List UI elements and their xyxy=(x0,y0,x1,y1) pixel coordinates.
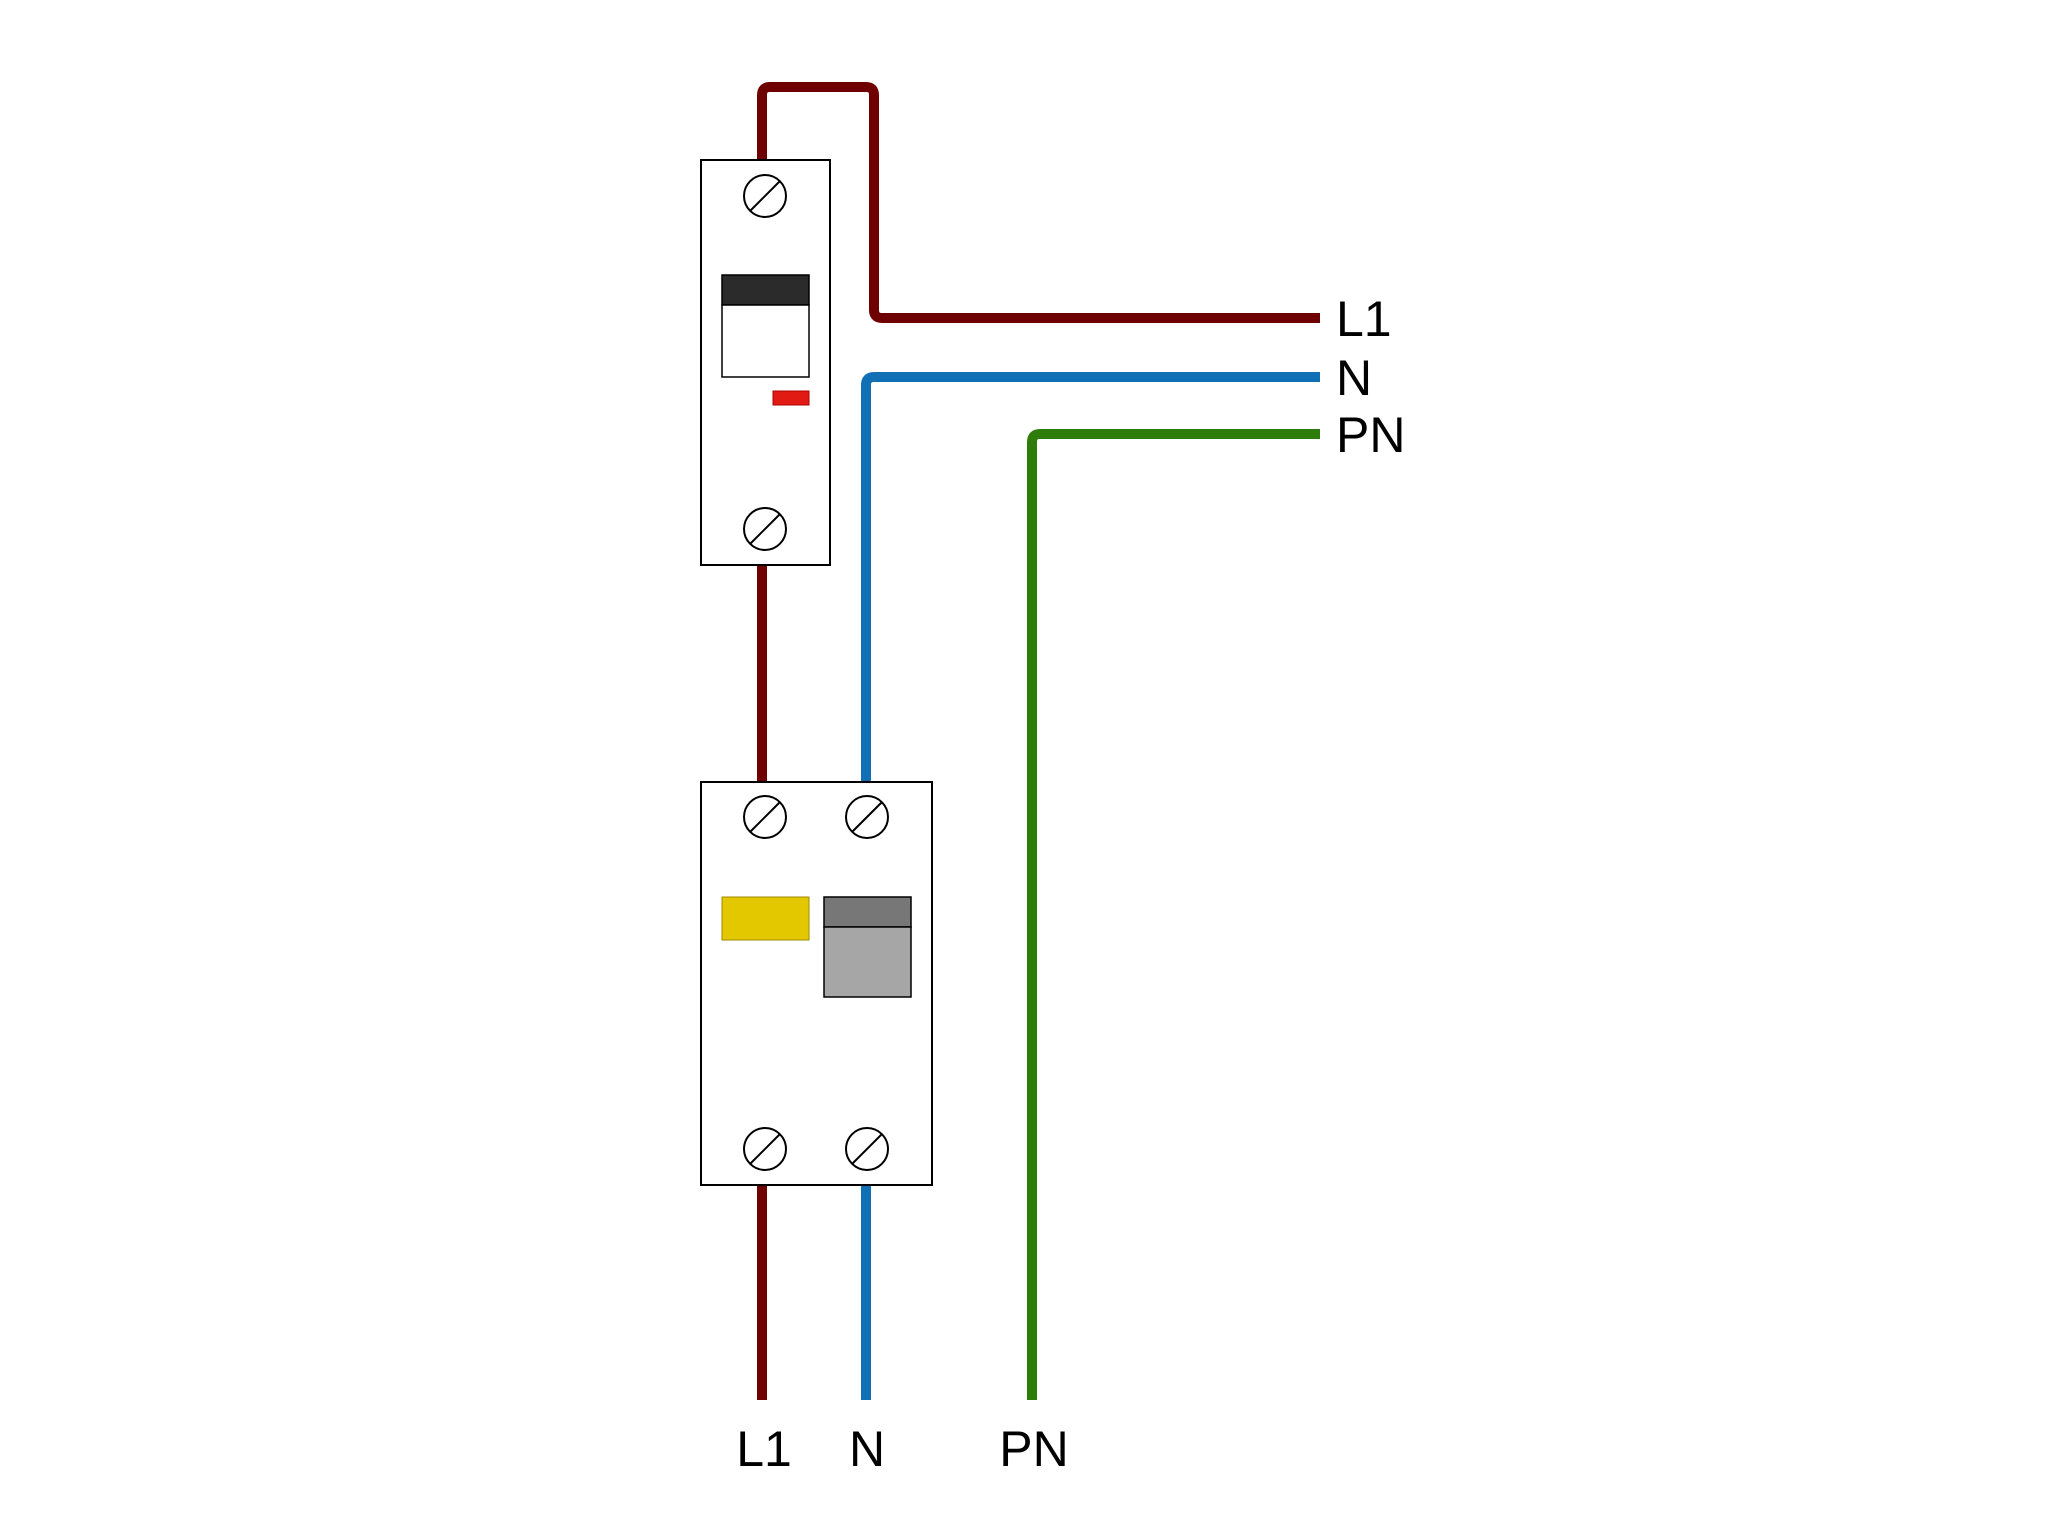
screw-terminal-icon xyxy=(743,795,787,839)
label-right-n: N xyxy=(1336,350,1372,406)
residual-current-device xyxy=(700,781,933,1186)
label-bottom-l1: L1 xyxy=(736,1421,792,1477)
supply-labels: L1 N PN xyxy=(1336,291,1405,463)
l1-supply-wire xyxy=(757,82,1320,323)
label-right-pn: PN xyxy=(1336,407,1405,463)
breaker-indicator-icon xyxy=(772,390,810,406)
rcd-lever-body[interactable] xyxy=(823,926,912,998)
screw-terminal-icon xyxy=(743,174,787,218)
screw-terminal-icon xyxy=(845,1127,889,1171)
screw-terminal-icon xyxy=(743,1127,787,1171)
screw-terminal-icon xyxy=(845,795,889,839)
screw-terminal-icon xyxy=(743,507,787,551)
wires xyxy=(757,82,1320,1400)
label-bottom-pn: PN xyxy=(999,1421,1068,1477)
breaker-lever-icon[interactable] xyxy=(721,274,810,306)
n-supply-wire xyxy=(861,372,1320,782)
pn-wire xyxy=(1027,429,1320,1400)
rcd-lever-icon[interactable] xyxy=(823,896,912,928)
rcd-test-button[interactable] xyxy=(721,896,810,941)
label-right-l1: L1 xyxy=(1336,291,1392,347)
breaker-lever-body[interactable] xyxy=(721,304,810,378)
label-bottom-n: N xyxy=(849,1421,885,1477)
output-labels: L1 N PN xyxy=(736,1421,1069,1477)
circuit-breaker xyxy=(700,159,831,566)
